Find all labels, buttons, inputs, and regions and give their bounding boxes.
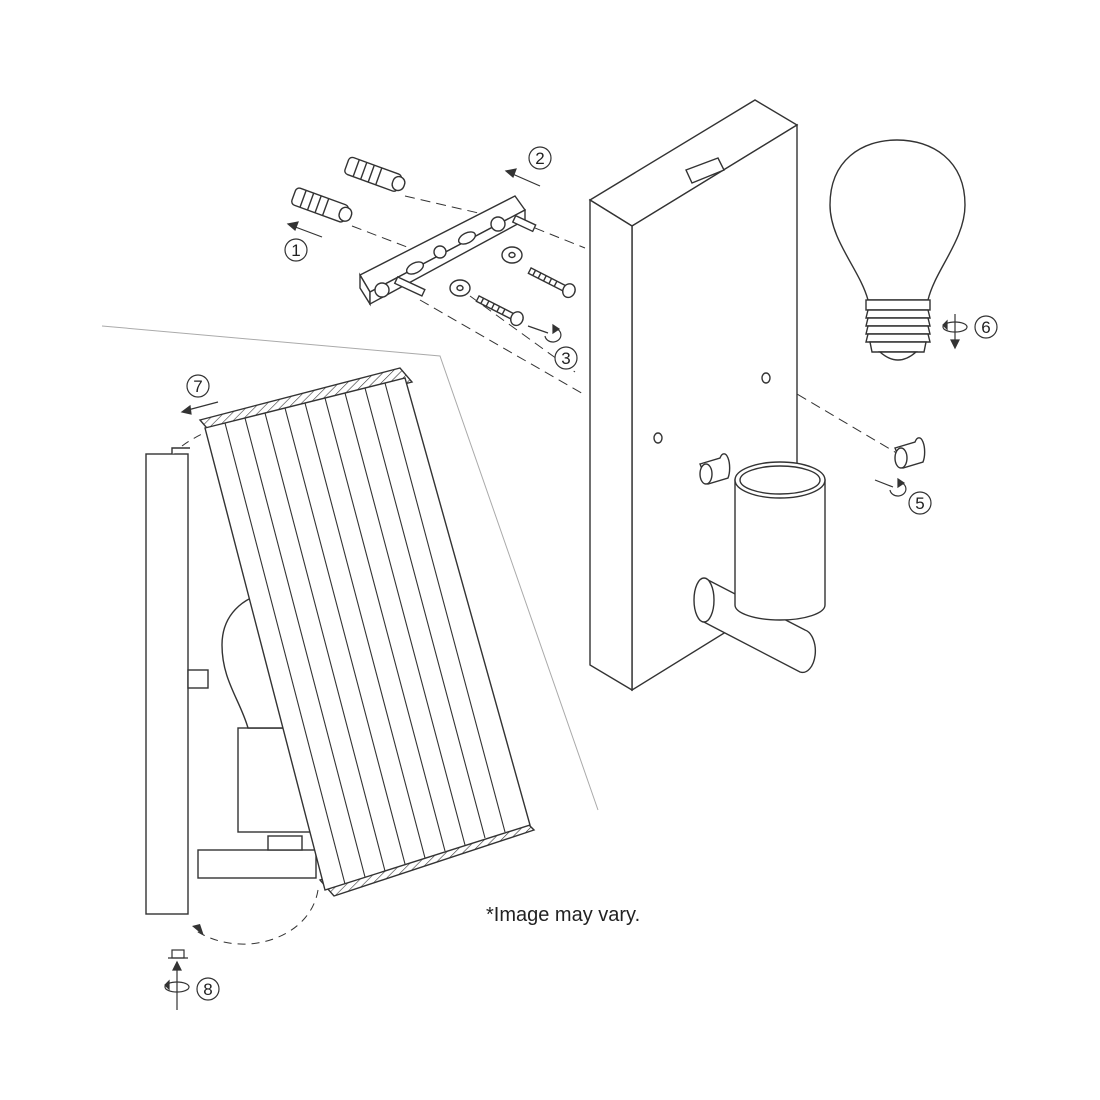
wall-anchor-upper xyxy=(344,156,406,192)
step-7: 7 xyxy=(186,374,210,398)
swing-path xyxy=(181,431,319,945)
step-5: 5 xyxy=(908,491,932,515)
step-1: 1 xyxy=(284,238,308,262)
step-7-number: 7 xyxy=(193,377,202,396)
rotate-icon-step-3 xyxy=(527,323,562,343)
step-6-number: 6 xyxy=(981,318,990,337)
wall-anchors xyxy=(291,156,406,223)
light-bulb xyxy=(829,139,966,361)
step-8: 8 xyxy=(196,977,220,1001)
step-5-number: 5 xyxy=(915,494,924,513)
shade-slats xyxy=(224,382,506,885)
image-may-vary-note: *Image may vary. xyxy=(486,904,640,926)
bulb-thread xyxy=(865,309,931,361)
step-2-number: 2 xyxy=(535,149,544,168)
set-screw-icon xyxy=(168,949,188,959)
arm-and-socket xyxy=(693,461,826,674)
screw-lower xyxy=(475,295,524,327)
step-8-number: 8 xyxy=(203,980,212,999)
rotate-icons xyxy=(164,314,968,1010)
mounting-bracket xyxy=(359,195,537,307)
screw-upper xyxy=(527,267,576,299)
step-2: 2 xyxy=(528,146,552,170)
step-labels: 1 2 3 5 6 7 8 xyxy=(186,146,998,1001)
lamp-shade xyxy=(198,367,536,897)
step-6: 6 xyxy=(974,315,998,339)
direction-arrows xyxy=(180,168,541,415)
rotate-icon-step-5 xyxy=(874,477,907,497)
swing-arrowhead xyxy=(192,924,204,936)
rotate-icon-step-6 xyxy=(942,314,968,350)
step-3-number: 3 xyxy=(561,349,570,368)
wall-anchor-lower xyxy=(291,187,353,223)
step-3: 3 xyxy=(554,346,578,370)
detail-separator xyxy=(101,325,599,811)
side-knobs xyxy=(699,437,926,485)
rotate-icon-step-8 xyxy=(164,960,190,1010)
step-1-number: 1 xyxy=(291,241,300,260)
hanger-tab xyxy=(685,157,725,184)
screws-and-washers xyxy=(449,246,576,327)
